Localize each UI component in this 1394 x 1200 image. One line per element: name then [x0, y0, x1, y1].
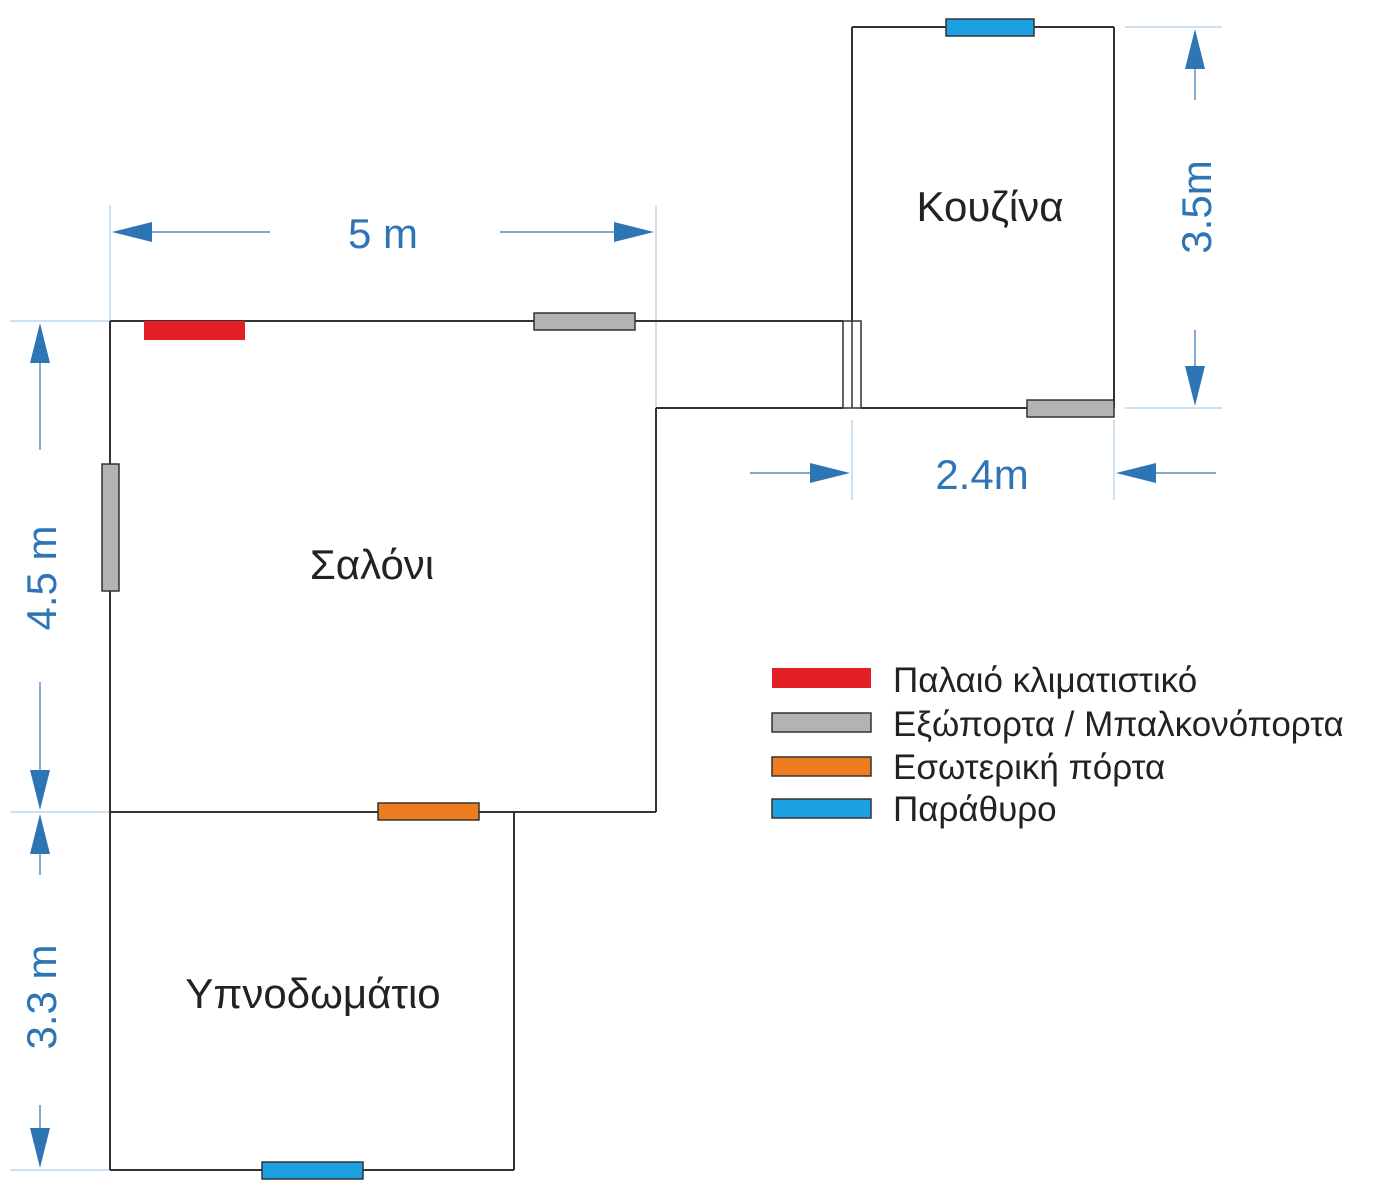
living-height-label: 4.5 m: [18, 525, 65, 630]
dimension-bedroom-height: 3.3 m: [18, 814, 65, 1168]
legend-item-old-ac: Παλαιό κλιματιστικό: [772, 661, 1197, 700]
legend-swatch-exterior-door: [771, 712, 872, 733]
bedroom-height-label: 3.3 m: [18, 944, 65, 1049]
window-kitchen: [945, 18, 1035, 37]
kitchen-height-label: 3.5m: [1173, 160, 1220, 253]
legend-swatch-old-ac: [772, 668, 871, 688]
legend-label-interior-door: Εσωτερική πόρτα: [893, 748, 1165, 787]
room-label-living: Σαλόνι: [310, 541, 434, 588]
living-width-label: 5 m: [348, 210, 418, 257]
legend-item-interior-door: Εσωτερική πόρτα: [771, 748, 1165, 787]
legend-label-window: Παράθυρο: [893, 790, 1057, 829]
legend: Παλαιό κλιματιστικό Εξώπορτα / Μπαλκονόπ…: [771, 661, 1344, 829]
exterior-door-left: [101, 463, 120, 592]
extension-lines: [10, 26, 1222, 1171]
dimension-living-width: 5 m: [112, 210, 654, 257]
old-ac-unit: [144, 321, 245, 340]
room-label-bedroom: Υπνοδωμάτιο: [185, 970, 440, 1017]
exterior-door-top: [533, 312, 636, 331]
dimension-kitchen-width: 2.4m: [750, 451, 1216, 498]
legend-label-old-ac: Παλαιό κλιματιστικό: [893, 661, 1197, 700]
fixtures: [101, 18, 1115, 1180]
legend-swatch-interior-door: [771, 756, 872, 777]
exterior-door-kitchen: [1026, 399, 1115, 418]
legend-item-window: Παράθυρο: [771, 790, 1057, 829]
window-bedroom: [261, 1161, 364, 1180]
legend-swatch-window: [771, 798, 872, 819]
dimension-kitchen-height: 3.5m: [1173, 29, 1220, 406]
walls: [109, 26, 1115, 1171]
legend-item-exterior-door: Εξώπορτα / Μπαλκονόπορτα: [771, 705, 1344, 744]
kitchen-width-label: 2.4m: [935, 451, 1028, 498]
legend-label-exterior-door: Εξώπορτα / Μπαλκονόπορτα: [893, 705, 1344, 744]
interior-door-bedroom: [377, 802, 480, 821]
dimension-living-height: 4.5 m: [18, 323, 65, 810]
room-label-kitchen: Κουζίνα: [917, 183, 1064, 230]
